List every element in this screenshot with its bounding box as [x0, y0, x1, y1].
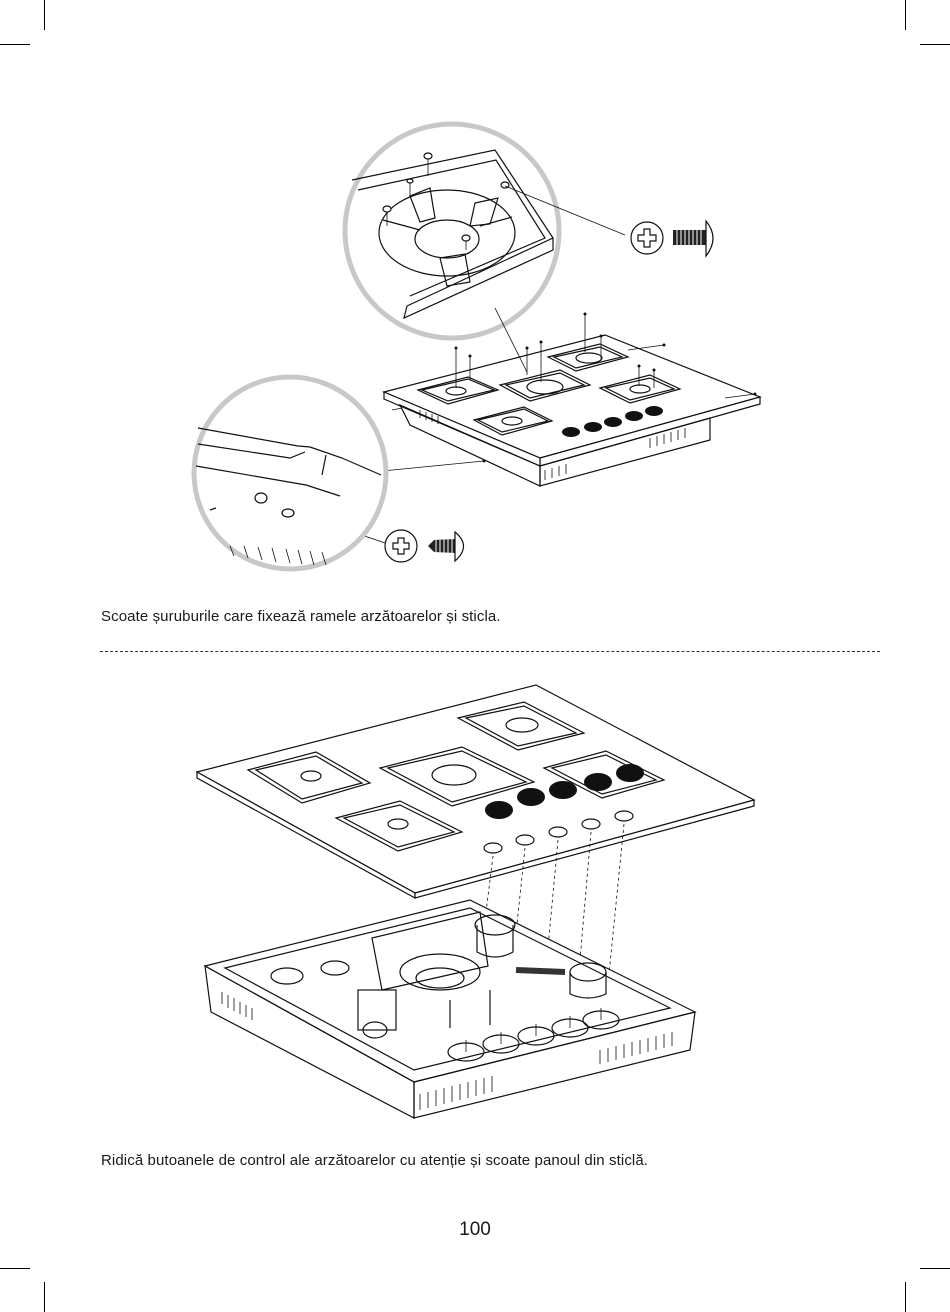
phillips-screw-head-icon: [631, 222, 663, 254]
crop-mark: [0, 44, 30, 45]
caption-top: Scoate șuruburile care fixează ramele ar…: [101, 608, 501, 625]
machine-screw-icon: [673, 221, 713, 256]
screw-removal-illustration: [0, 110, 950, 590]
crop-mark: [44, 1282, 45, 1312]
crop-mark: [920, 1268, 950, 1269]
wood-screw-icon: [428, 532, 464, 561]
crop-mark: [44, 0, 45, 30]
dashed-divider: [100, 651, 880, 652]
crop-mark: [0, 1268, 30, 1269]
page-number: 100: [0, 1219, 950, 1241]
caption-bottom: Ridică butoanele de control ale arzătoar…: [101, 1152, 648, 1169]
phillips-screw-head-icon: [385, 530, 417, 562]
crop-mark: [920, 44, 950, 45]
crop-mark: [905, 0, 906, 30]
crop-mark: [905, 1282, 906, 1312]
glass-panel-removal-illustration: [0, 680, 950, 1130]
